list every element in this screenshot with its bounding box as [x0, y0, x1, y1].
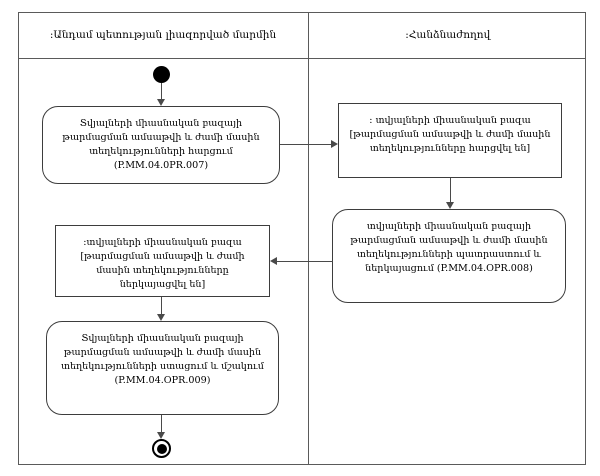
activity-node-009[interactable]: Տվյալների միասնական բազայի թարմացման ամս…: [46, 321, 279, 415]
initial-node: [153, 66, 170, 83]
arrowhead-left-icon: [270, 257, 277, 265]
flow-activity-008-to-object-presented: [277, 261, 333, 262]
activity-node-008-label: տվյալների միասնական բազայի թարմացման ամս…: [350, 221, 548, 274]
flow-activity-007-to-object-requested: [280, 144, 333, 145]
flow-start-to-activity-007: [161, 83, 162, 102]
object-node-requested-label: : տվյալների միասնական բազա [թարմացման ամ…: [349, 115, 551, 154]
swimlane-header-divider: [18, 58, 586, 59]
swimlane-header-right: :Հանձնաժողով: [405, 28, 491, 41]
arrowhead-down-icon: [446, 202, 454, 209]
object-node-requested[interactable]: : տվյալների միասնական բազա [թարմացման ամ…: [338, 103, 562, 178]
activity-node-007[interactable]: Տվյալների միասնական բազայի թարմացման ամս…: [42, 106, 280, 184]
flow-object-requested-to-activity-008: [450, 178, 451, 206]
object-node-presented[interactable]: :տվյալների միասնական բազա [թարմացման ամս…: [55, 225, 270, 297]
activity-node-007-label: Տվյալների միասնական բազայի թարմացման ամս…: [62, 118, 260, 171]
arrowhead-right-icon: [331, 140, 338, 148]
arrowhead-down-icon: [157, 314, 165, 321]
flow-activity-009-to-end: [161, 415, 162, 437]
flow-object-presented-to-activity-009: [161, 297, 162, 318]
swimlane-vertical-divider: [308, 12, 309, 465]
object-node-presented-label: :տվյալների միասնական բազա [թարմացման ամս…: [80, 237, 245, 290]
final-node: [152, 439, 171, 458]
arrowhead-down-icon: [157, 99, 165, 106]
activity-node-009-label: Տվյալների միասնական բազայի թարմացման ամս…: [61, 333, 264, 386]
swimlane-header-left: :Անդամ պետության լիազորված մարմին: [49, 28, 277, 41]
arrowhead-down-icon: [157, 432, 165, 439]
activity-node-008[interactable]: տվյալների միասնական բազայի թարմացման ամս…: [332, 209, 566, 303]
